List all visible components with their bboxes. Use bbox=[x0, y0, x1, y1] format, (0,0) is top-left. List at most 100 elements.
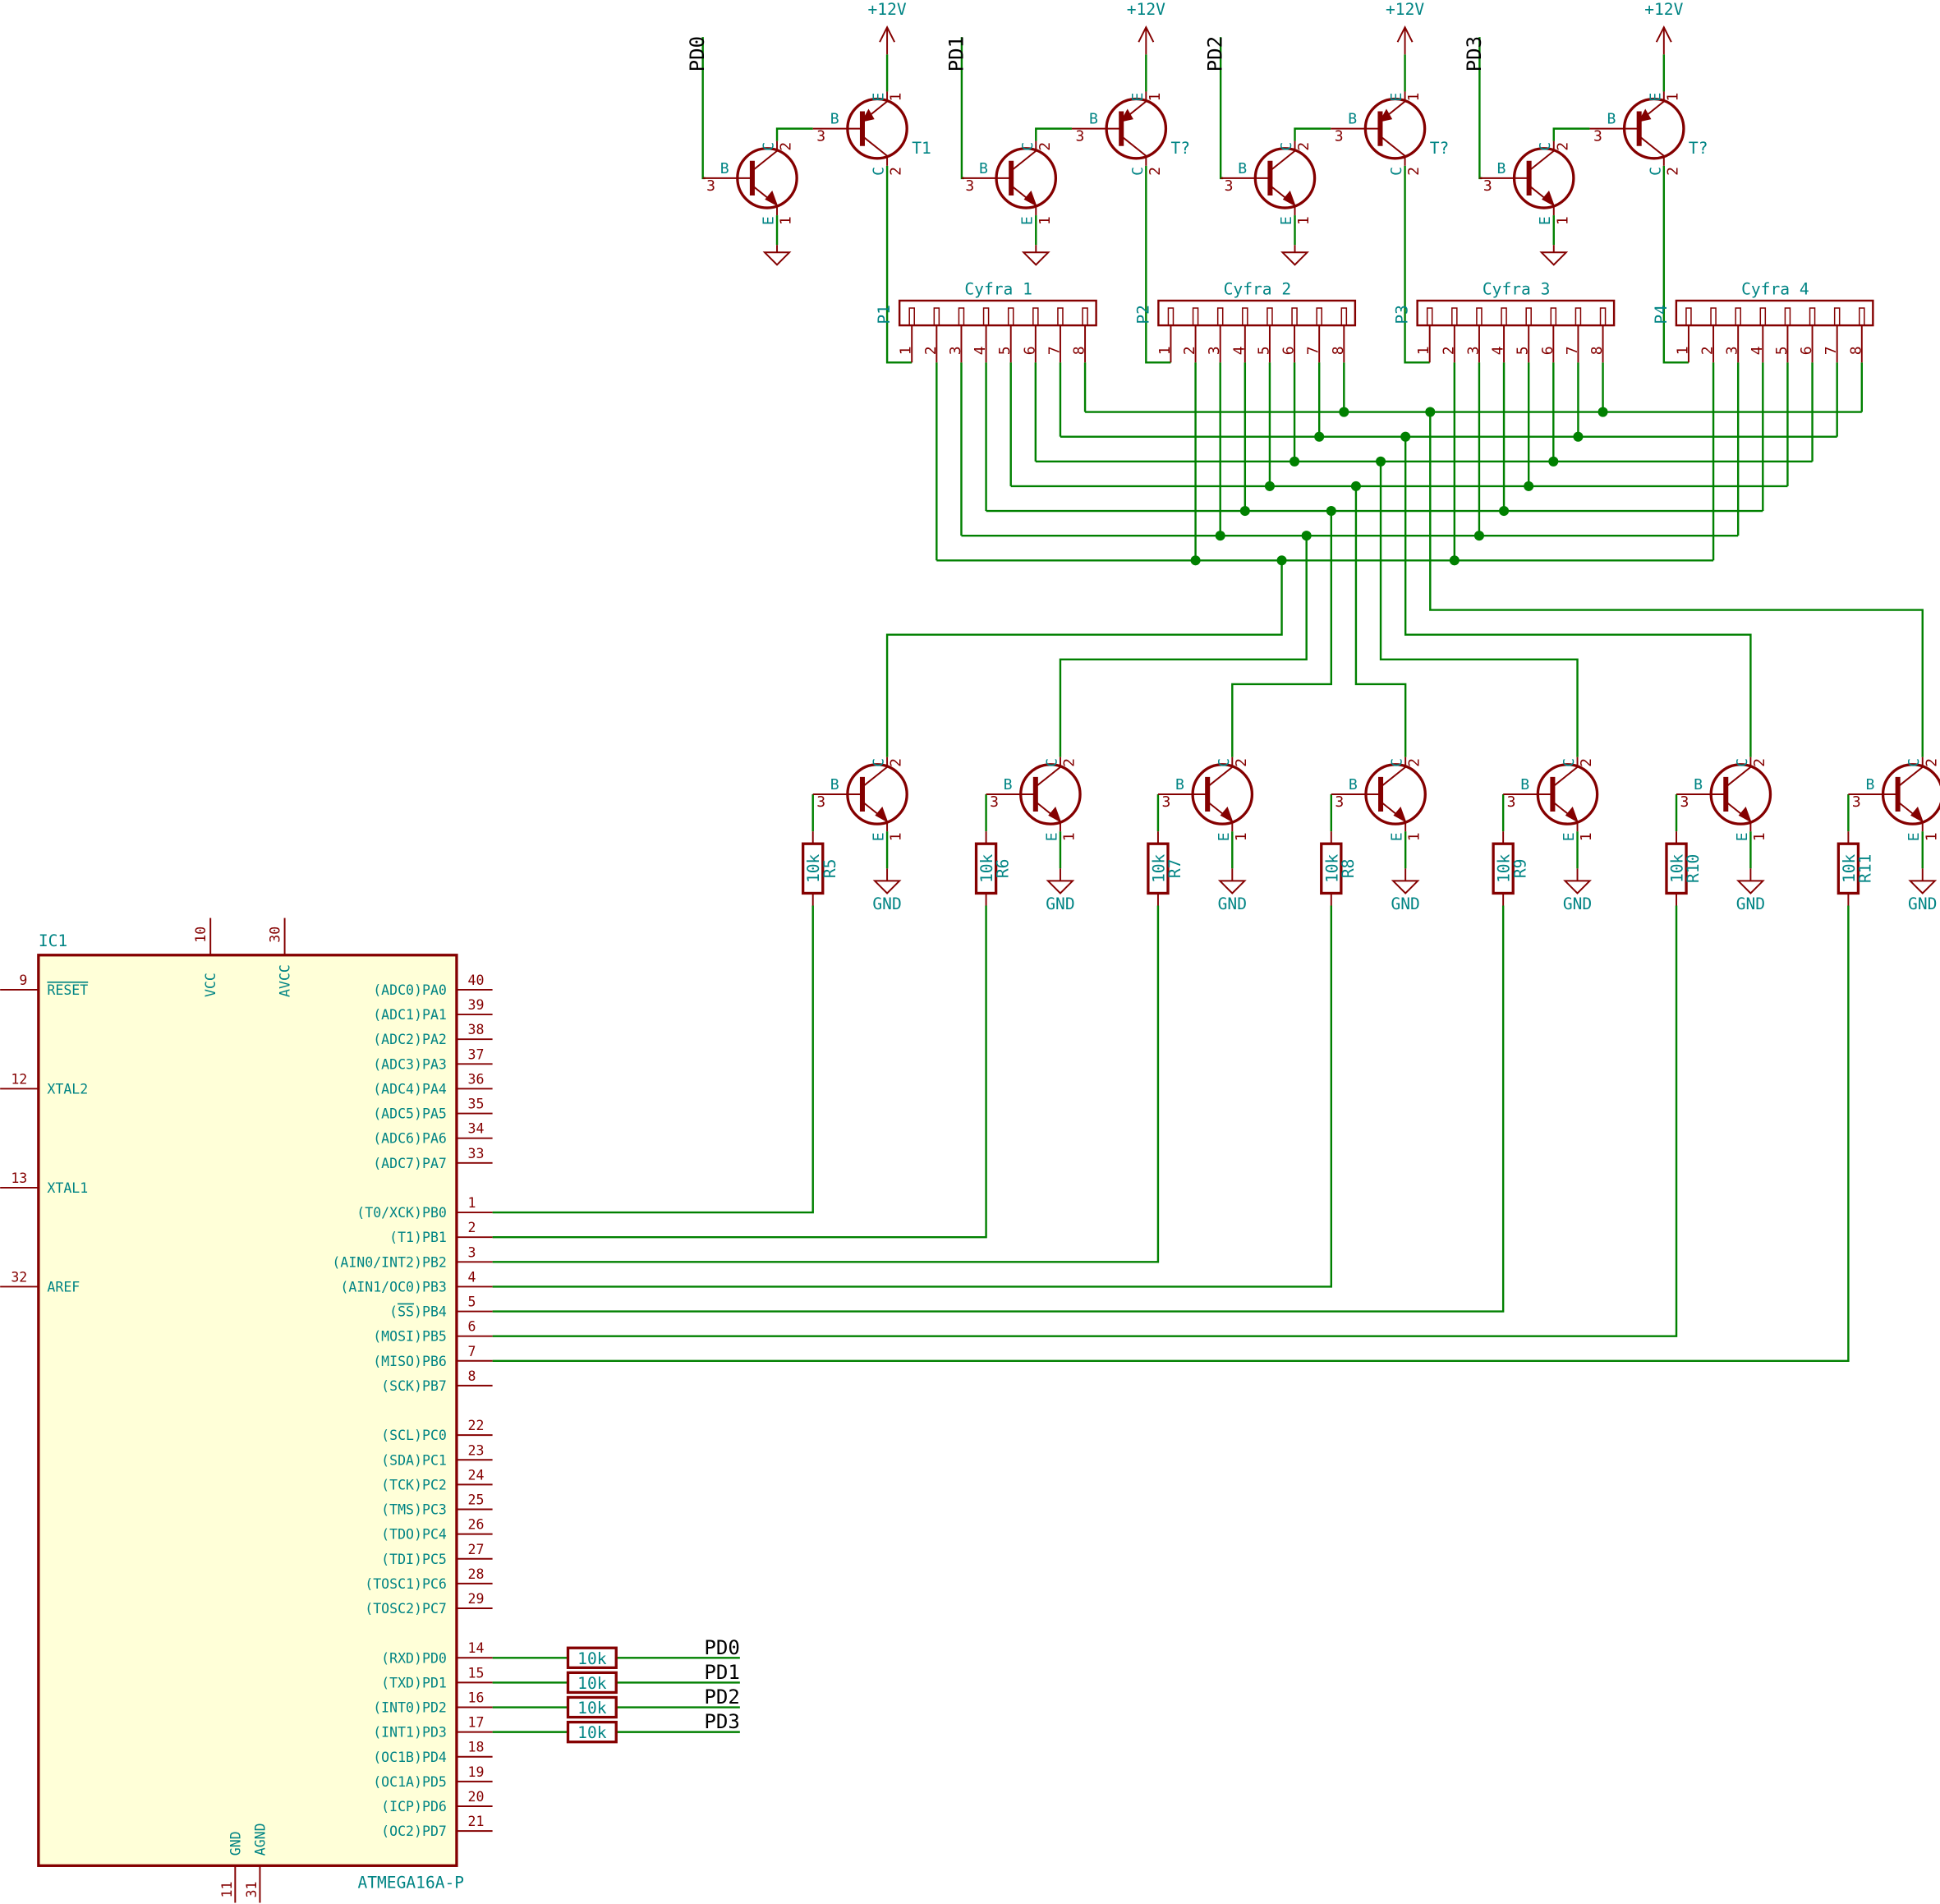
net-label-PD1: PD1 bbox=[704, 1661, 740, 1684]
wire-npn-pnp-3[interactable] bbox=[1552, 127, 1590, 141]
wire-PB4[interactable] bbox=[492, 905, 1505, 1313]
ic-pin-number: 20 bbox=[467, 1789, 484, 1805]
ic-pin-name: (TOSC2)PC7 bbox=[365, 1601, 447, 1617]
connector-pin-socket bbox=[1833, 307, 1841, 326]
wire-seg-collector-4[interactable] bbox=[1379, 461, 1579, 757]
wire-seg-collector-2[interactable] bbox=[1231, 511, 1333, 757]
wire-pnp-conn-2[interactable] bbox=[1404, 165, 1430, 364]
emitter-arrow-icon bbox=[1220, 807, 1234, 823]
wire-pnp-conn-1[interactable] bbox=[1145, 165, 1171, 364]
pd-resistor-value: 10k bbox=[577, 1674, 607, 1693]
resistor-reference: R6 bbox=[994, 859, 1013, 879]
base-pin-number: 3 bbox=[990, 793, 999, 811]
connector-pin-socket bbox=[1809, 307, 1816, 326]
ic-pin-number: 4 bbox=[467, 1269, 476, 1285]
ic-pin-number: 36 bbox=[467, 1071, 484, 1087]
collector-letter: C bbox=[871, 167, 888, 176]
wire-npn-pnp-1[interactable] bbox=[1035, 127, 1072, 141]
junction-dot bbox=[1215, 531, 1225, 541]
ic-pin-number: 32 bbox=[11, 1269, 27, 1285]
wire-seg-collector-6[interactable] bbox=[1429, 412, 1924, 757]
emitter-arrow-icon bbox=[1048, 807, 1062, 823]
connector-pin-socket bbox=[1735, 307, 1741, 326]
base-pin-number: 3 bbox=[1680, 793, 1689, 811]
collector-letter: C bbox=[1647, 167, 1664, 176]
pd-resistor bbox=[566, 1720, 618, 1744]
connector-pin-number: 3 bbox=[1206, 346, 1223, 355]
ic-pin-number: 38 bbox=[467, 1022, 484, 1037]
junction-dot bbox=[1573, 431, 1584, 442]
ic-pin-number: 13 bbox=[11, 1170, 27, 1186]
collector-pin-number: 2 bbox=[1406, 758, 1423, 767]
junction-dot bbox=[1326, 506, 1336, 517]
collector-letter: C bbox=[1019, 142, 1037, 151]
connector-pin-socket bbox=[1057, 307, 1064, 326]
ic-pin-number: 10 bbox=[193, 927, 209, 943]
ic-pin-number: 12 bbox=[11, 1071, 27, 1087]
wire-PB2[interactable] bbox=[492, 905, 1160, 1263]
junction-dot bbox=[1190, 555, 1201, 566]
base-letter: B bbox=[720, 160, 729, 177]
ic-pin-name: XTAL1 bbox=[47, 1180, 88, 1196]
wire-PB0[interactable] bbox=[492, 905, 814, 1214]
collector-lead bbox=[1897, 766, 1924, 788]
resistor-value: 10k bbox=[1668, 853, 1687, 883]
power-label: +12V bbox=[868, 0, 907, 19]
npn-digit-4 bbox=[1479, 140, 1575, 216]
collector-pin-number: 2 bbox=[1578, 758, 1595, 767]
emitter-letter: E bbox=[871, 832, 888, 841]
connector-body bbox=[1675, 299, 1874, 327]
ic-pin-number: 23 bbox=[467, 1442, 484, 1458]
wire-PB5[interactable] bbox=[492, 905, 1678, 1337]
wire-pnp-conn-0[interactable] bbox=[885, 165, 913, 364]
wire-seg-collector-1[interactable] bbox=[1059, 536, 1308, 757]
ic-pin-name: AGND bbox=[252, 1823, 268, 1856]
connector-reference: P4 bbox=[1652, 305, 1671, 324]
wire-pnp-conn-3[interactable] bbox=[1662, 165, 1689, 364]
ic-pin-number: 2 bbox=[467, 1220, 476, 1235]
connector-title: Cyfra 1 bbox=[964, 279, 1032, 298]
ic-pin-name: (ADC4)PA4 bbox=[373, 1081, 447, 1097]
connector-pin-socket bbox=[1267, 307, 1273, 326]
wire-seg-collector-0[interactable] bbox=[885, 560, 1283, 757]
ic-pin-number: 9 bbox=[19, 973, 27, 988]
base-letter: B bbox=[1865, 776, 1874, 793]
collector-letter: C bbox=[1734, 758, 1751, 767]
connector-pin-socket bbox=[1476, 307, 1483, 326]
collector-lead bbox=[862, 766, 888, 788]
collector-lead bbox=[862, 135, 888, 157]
connector-pin-socket bbox=[1575, 307, 1582, 326]
wire-PB6[interactable] bbox=[492, 905, 1850, 1362]
emitter-letter: E bbox=[871, 93, 888, 102]
emitter-letter: E bbox=[1043, 832, 1060, 841]
net-label-PD3: PD3 bbox=[704, 1710, 740, 1733]
base-pin-number: 3 bbox=[1335, 793, 1344, 811]
pnp-reference: T? bbox=[1689, 139, 1708, 158]
wire-PB3[interactable] bbox=[492, 905, 1333, 1288]
connector-pin-socket bbox=[1759, 307, 1767, 326]
emitter-letter: E bbox=[1019, 216, 1037, 225]
base-pin-number: 3 bbox=[965, 177, 974, 195]
ic-pin-name: (INT1)PD3 bbox=[373, 1725, 447, 1741]
wires-layer bbox=[492, 37, 1924, 1733]
wire-PB1[interactable] bbox=[492, 905, 987, 1239]
wire-seg-collector-5[interactable] bbox=[1404, 436, 1752, 757]
resistor-value: 10k bbox=[1840, 853, 1859, 883]
emitter-letter: E bbox=[1647, 93, 1664, 102]
junction-dot bbox=[1548, 456, 1559, 467]
wire-npn-pnp-0[interactable] bbox=[775, 127, 813, 141]
emitter-arrow-icon bbox=[1565, 807, 1579, 823]
emitter-arrow-icon bbox=[765, 190, 779, 207]
ground-icon bbox=[1539, 251, 1569, 266]
emitter-arrow-icon bbox=[875, 807, 889, 823]
ic-pin-number: 16 bbox=[467, 1690, 484, 1705]
connector-pin-number: 8 bbox=[1330, 346, 1347, 355]
connector-title: Cyfra 4 bbox=[1741, 279, 1809, 298]
wire-seg-collector-3[interactable] bbox=[1354, 485, 1407, 757]
connector-pin-number: 5 bbox=[1255, 346, 1272, 355]
ic-pin-name: (SDA)PC1 bbox=[381, 1452, 447, 1468]
collector-lead bbox=[1380, 766, 1406, 788]
connector-pin-socket bbox=[1216, 307, 1224, 326]
base-pin-number: 3 bbox=[816, 793, 825, 811]
wire-npn-pnp-2[interactable] bbox=[1294, 127, 1331, 141]
